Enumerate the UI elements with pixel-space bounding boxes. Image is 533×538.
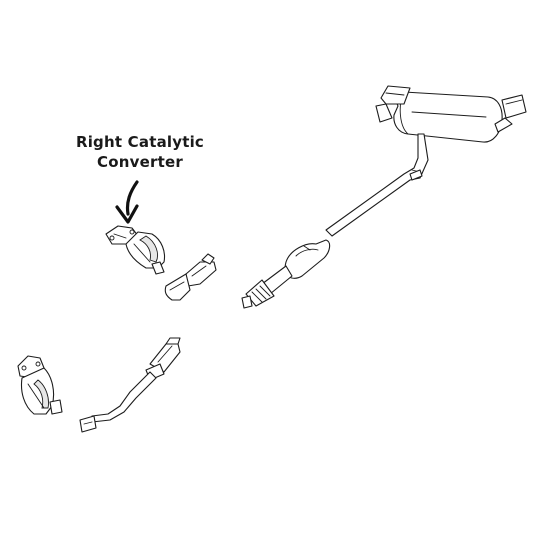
callout-arrow	[115, 180, 139, 224]
front-flex-pipe	[241, 265, 293, 309]
rear-muffler	[375, 85, 527, 143]
left-catalytic-converter	[17, 355, 63, 415]
resonator	[284, 239, 331, 279]
intermediate-pipe	[325, 133, 429, 237]
callout-label-line-1: Right Catalytic	[75, 133, 205, 151]
right-connector-pipe	[164, 253, 217, 301]
right-catalytic-converter	[105, 225, 166, 275]
callout-label-line-2: Converter	[97, 153, 183, 171]
front-y-pipe	[79, 337, 181, 433]
